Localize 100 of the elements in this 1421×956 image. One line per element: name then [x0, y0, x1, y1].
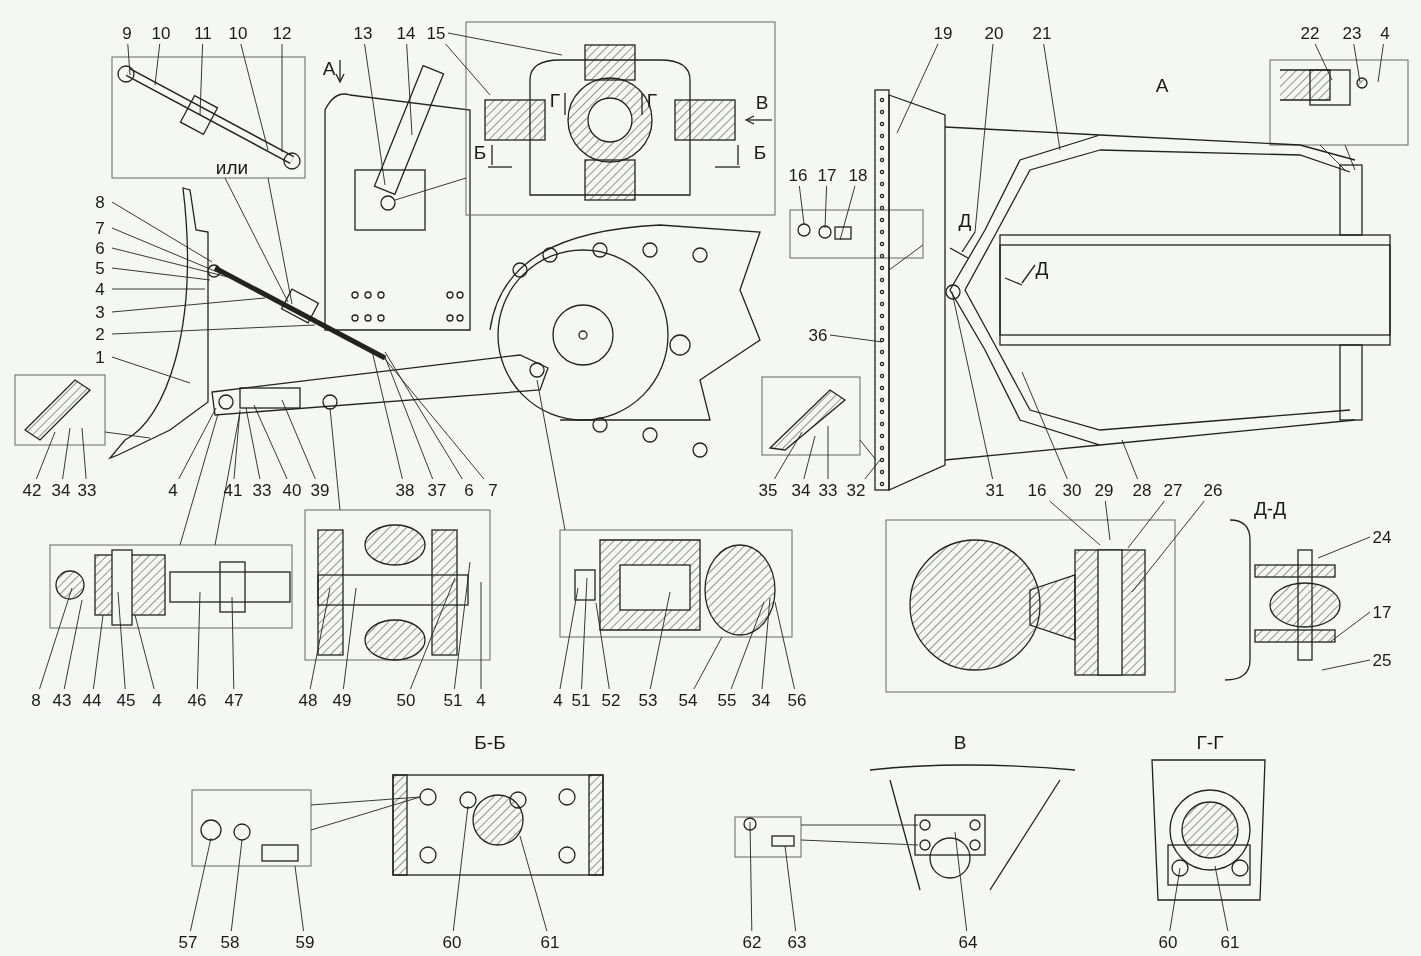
leader-line	[81, 427, 87, 480]
leader-line	[111, 267, 211, 281]
callout-number: 20	[984, 23, 1004, 43]
callout-number: 6	[95, 238, 105, 258]
callout-number: 61	[540, 932, 560, 952]
callout-number: 48	[298, 690, 318, 710]
leader-line	[35, 431, 56, 480]
leader-line	[649, 591, 671, 690]
callout-number: 46	[187, 690, 207, 710]
leader-line	[134, 614, 155, 690]
callout-number: 34	[51, 480, 71, 500]
callout-number: 8	[31, 690, 41, 710]
leader-line	[364, 43, 386, 186]
callout-number: 22	[1300, 23, 1320, 43]
callout-number: 17	[1372, 602, 1392, 622]
frame-drawing	[944, 126, 1391, 461]
leader-line	[127, 43, 131, 76]
view-v-drawing	[869, 764, 1076, 891]
leader-line	[1321, 659, 1371, 671]
leader-line	[111, 201, 213, 263]
callout-number: 53	[638, 690, 658, 710]
leader-line	[453, 561, 471, 690]
leader-line	[1021, 371, 1068, 480]
callout-number: 15	[426, 23, 446, 43]
leader-line	[1049, 500, 1101, 546]
leader-line	[62, 427, 71, 480]
leader-line	[117, 591, 126, 690]
leader-line	[829, 334, 883, 343]
callout-number: 33	[77, 480, 97, 500]
leader-line	[480, 581, 482, 690]
leader-line	[253, 404, 288, 480]
section-mark: Д	[958, 209, 972, 231]
callout-number: 19	[933, 23, 953, 43]
callout-number: 37	[427, 480, 447, 500]
leader-line	[281, 43, 283, 153]
leader-line	[199, 43, 204, 116]
callout-number: 7	[488, 480, 498, 500]
leader-line	[1329, 611, 1371, 643]
callout-number: 14	[396, 23, 416, 43]
section-mark: Б	[473, 141, 487, 163]
leader-line	[111, 297, 266, 313]
pivot-section-drawing	[304, 509, 491, 661]
leader-line	[294, 865, 304, 932]
callout-number: 31	[985, 480, 1005, 500]
leader-line	[240, 43, 269, 151]
leader-line	[406, 43, 413, 136]
callout-number: 4	[476, 690, 486, 710]
leader-line	[154, 43, 161, 86]
leader-line	[1314, 43, 1333, 81]
cutting-edge-inset-drawing	[761, 376, 861, 456]
callout-number: 18	[848, 165, 868, 185]
callout-number: 36	[808, 325, 828, 345]
section-g-drawing	[1151, 759, 1266, 901]
leader-line	[1131, 500, 1205, 593]
leader-line	[798, 185, 805, 225]
callout-number: 50	[396, 690, 416, 710]
leader-line	[1317, 536, 1371, 559]
track-drawing	[489, 224, 761, 458]
leader-line	[196, 591, 201, 690]
callout-number: 26	[1203, 480, 1223, 500]
callout-number: 39	[310, 480, 330, 500]
leader-line	[231, 596, 235, 690]
callout-number: 8	[95, 192, 105, 212]
callout-number: 55	[717, 690, 737, 710]
leader-line	[1353, 43, 1361, 83]
callout-number: 58	[220, 932, 240, 952]
leader-line	[951, 291, 994, 480]
callout-number: 30	[1062, 480, 1082, 500]
callout-number: 11	[194, 23, 212, 43]
ball-joint-section-drawing	[885, 519, 1176, 693]
callout-number: 62	[742, 932, 762, 952]
leader-line	[1169, 867, 1181, 932]
section-mark: Г	[549, 89, 561, 111]
callout-number: 52	[601, 690, 621, 710]
leader-line	[749, 821, 753, 932]
view-title: В	[953, 731, 967, 753]
callout-number: 34	[751, 690, 771, 710]
leader-line	[111, 356, 191, 384]
callout-number: 7	[95, 218, 105, 238]
callout-number: 10	[228, 23, 248, 43]
callout-number: 13	[353, 23, 373, 43]
callout-number: 4	[1380, 23, 1390, 43]
leader-line	[63, 599, 83, 690]
callout-number: 6	[464, 480, 474, 500]
callout-number: 60	[1158, 932, 1178, 952]
view-title: А	[1155, 74, 1169, 96]
leader-line	[730, 601, 765, 690]
callout-number: 3	[95, 302, 105, 322]
callout-number: 4	[553, 690, 563, 710]
callout-number: 35	[758, 480, 778, 500]
callout-number: 47	[224, 690, 244, 710]
callout-number: 1	[95, 347, 105, 367]
section-mark: Г	[646, 89, 658, 111]
leader-line	[824, 185, 828, 229]
callout-number: 9	[122, 23, 132, 43]
callout-number: 32	[846, 480, 866, 500]
callout-number: 2	[95, 324, 105, 344]
leader-line	[693, 636, 723, 690]
callout-number: 28	[1132, 480, 1152, 500]
tie-rod-inset-drawing	[111, 56, 306, 179]
